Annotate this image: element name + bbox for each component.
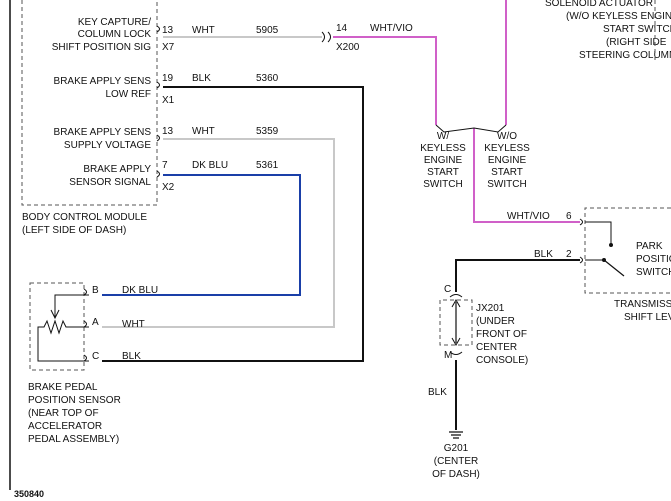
solenoid-line-4: (RIGHT SIDE bbox=[606, 37, 667, 48]
wire-whtvio-x200 bbox=[333, 36, 437, 125]
without-keyless-4: START bbox=[491, 167, 523, 178]
diagram-id: 350840 bbox=[14, 489, 44, 499]
option-split bbox=[435, 124, 507, 133]
solenoid-line-2: (W/O KEYLESS ENGINE bbox=[566, 11, 671, 22]
bcm-row3-label1: BRAKE APPLY SENS bbox=[54, 127, 152, 138]
wire-5359 bbox=[102, 138, 335, 328]
wire-color-blk-5360: BLK bbox=[192, 73, 211, 84]
pin-mark-13 bbox=[156, 134, 160, 142]
park-wire-whtvio: WHT/VIO bbox=[507, 211, 550, 222]
pin-13-x7: 13 bbox=[162, 25, 174, 36]
solenoid-line-5: STEERING COLUMN bbox=[579, 50, 671, 61]
bpps-name-2: POSITION SENSOR bbox=[28, 395, 121, 406]
connector-x1: X1 bbox=[162, 95, 175, 106]
body-control-module: KEY CAPTURE/ COLUMN LOCK SHIFT POSITION … bbox=[21, 0, 158, 236]
bcm-row1-label1: KEY CAPTURE/ bbox=[78, 17, 151, 28]
with-keyless-4: START bbox=[427, 167, 459, 178]
bcm-row3-label2: SUPPLY VOLTAGE bbox=[64, 140, 151, 151]
x200-connector-symbol bbox=[321, 31, 331, 43]
wire-color-wht-5359: WHT bbox=[192, 126, 215, 137]
bpps-name-1: BRAKE PEDAL bbox=[28, 382, 98, 393]
pin-mark-x2 bbox=[156, 170, 160, 178]
jx201-loc-3: CENTER bbox=[476, 342, 517, 353]
bcm-location: (LEFT SIDE OF DASH) bbox=[22, 225, 126, 236]
bcm-row4-label1: BRAKE APPLY bbox=[83, 164, 151, 175]
connector-x2: X2 bbox=[162, 182, 175, 193]
pin-13-supply: 13 bbox=[162, 126, 174, 137]
bcm-row1-label3: SHIFT POSITION SIG bbox=[52, 42, 151, 53]
without-keyless-3: ENGINE bbox=[488, 155, 527, 166]
without-keyless-5: SWITCH bbox=[487, 179, 526, 190]
circuit-5905: 5905 bbox=[256, 25, 279, 36]
with-keyless-3: ENGINE bbox=[424, 155, 463, 166]
solenoid-line-1: SOLENOID ACTUATOR bbox=[545, 0, 653, 9]
park-label-2: POSITION bbox=[636, 254, 671, 265]
without-keyless-1: W/O bbox=[497, 131, 517, 142]
wire-5360 bbox=[102, 86, 364, 362]
wire-blk-park bbox=[455, 259, 580, 292]
bpps-name-3: (NEAR TOP OF bbox=[28, 408, 99, 419]
jx201-splice bbox=[439, 294, 473, 355]
with-keyless-1: W/ bbox=[437, 131, 449, 142]
x200-name: X200 bbox=[336, 42, 360, 53]
bcm-row4-label2: SENSOR SIGNAL bbox=[69, 177, 151, 188]
bpps-pin-c: C bbox=[92, 351, 99, 362]
wire-whtvio-park bbox=[473, 128, 580, 223]
pin-7: 7 bbox=[162, 160, 168, 171]
pin-19: 19 bbox=[162, 73, 174, 84]
jx201-pin-m: M bbox=[444, 350, 452, 361]
solenoid-line-3: START SWITCH bbox=[603, 24, 671, 35]
park-pin-2: 2 bbox=[566, 249, 572, 260]
wire-5361 bbox=[102, 174, 301, 296]
pin-mark-x1 bbox=[156, 81, 160, 89]
without-keyless-2: KEYLESS bbox=[484, 143, 530, 154]
jx201-loc-2: FRONT OF bbox=[476, 329, 527, 340]
jx201-name: JX201 bbox=[476, 303, 505, 314]
circuit-5360: 5360 bbox=[256, 73, 279, 84]
park-wire-blk: BLK bbox=[534, 249, 553, 260]
bpps-pin-a: A bbox=[92, 317, 99, 328]
x200-wire-color: WHT/VIO bbox=[370, 23, 413, 34]
park-label-1: PARK bbox=[636, 241, 663, 252]
park-label-3: SWITCH bbox=[636, 267, 671, 278]
keyless-option-junction bbox=[435, 124, 507, 133]
jx201-loc-4: CONSOLE) bbox=[476, 355, 528, 366]
with-keyless-5: SWITCH bbox=[423, 179, 462, 190]
connector-x7: X7 bbox=[162, 42, 175, 53]
bcm-row2-label1: BRAKE APPLY SENS bbox=[54, 76, 152, 87]
x200-pin: 14 bbox=[336, 23, 348, 34]
bpps-wire-blk: BLK bbox=[122, 351, 141, 362]
bpps-pin-b: B bbox=[92, 285, 99, 296]
circuit-5359: 5359 bbox=[256, 126, 279, 137]
wire-color-wht-5905: WHT bbox=[192, 25, 215, 36]
ground-loc-2: OF DASH) bbox=[432, 469, 480, 480]
bcm-row1-label2: COLUMN LOCK bbox=[78, 29, 152, 40]
bcm-row2-label2: LOW REF bbox=[105, 89, 151, 100]
wires bbox=[102, 0, 580, 430]
jx201-loc-1: (UNDER bbox=[476, 316, 515, 327]
ground-loc-1: (CENTER bbox=[434, 456, 478, 467]
pin-mark-x7 bbox=[156, 25, 160, 33]
bcm-name: BODY CONTROL MODULE bbox=[22, 212, 147, 223]
bpps-name-5: PEDAL ASSEMBLY) bbox=[28, 434, 119, 445]
bpps-name-4: ACCELERATOR bbox=[28, 421, 102, 432]
wire-color-dkblu-5361: DK BLU bbox=[192, 160, 228, 171]
ground-wire-color: BLK bbox=[428, 387, 447, 398]
trans-label-1: TRANSMISSION bbox=[614, 299, 671, 310]
ground-name: G201 bbox=[444, 443, 469, 454]
bpps-wire-dkblu: DK BLU bbox=[122, 285, 158, 296]
park-pin-6: 6 bbox=[566, 211, 572, 222]
brake-pedal-position-sensor bbox=[29, 282, 89, 371]
bcm-connector-pins bbox=[156, 25, 160, 178]
trans-label-2: SHIFT LEVER bbox=[624, 312, 671, 323]
jx201-pin-c: C bbox=[444, 284, 451, 295]
with-keyless-2: KEYLESS bbox=[420, 143, 466, 154]
park-position-switch bbox=[579, 207, 671, 294]
ground-symbol bbox=[449, 431, 463, 439]
bpps-wire-wht: WHT bbox=[122, 319, 145, 330]
circuit-5361: 5361 bbox=[256, 160, 279, 171]
